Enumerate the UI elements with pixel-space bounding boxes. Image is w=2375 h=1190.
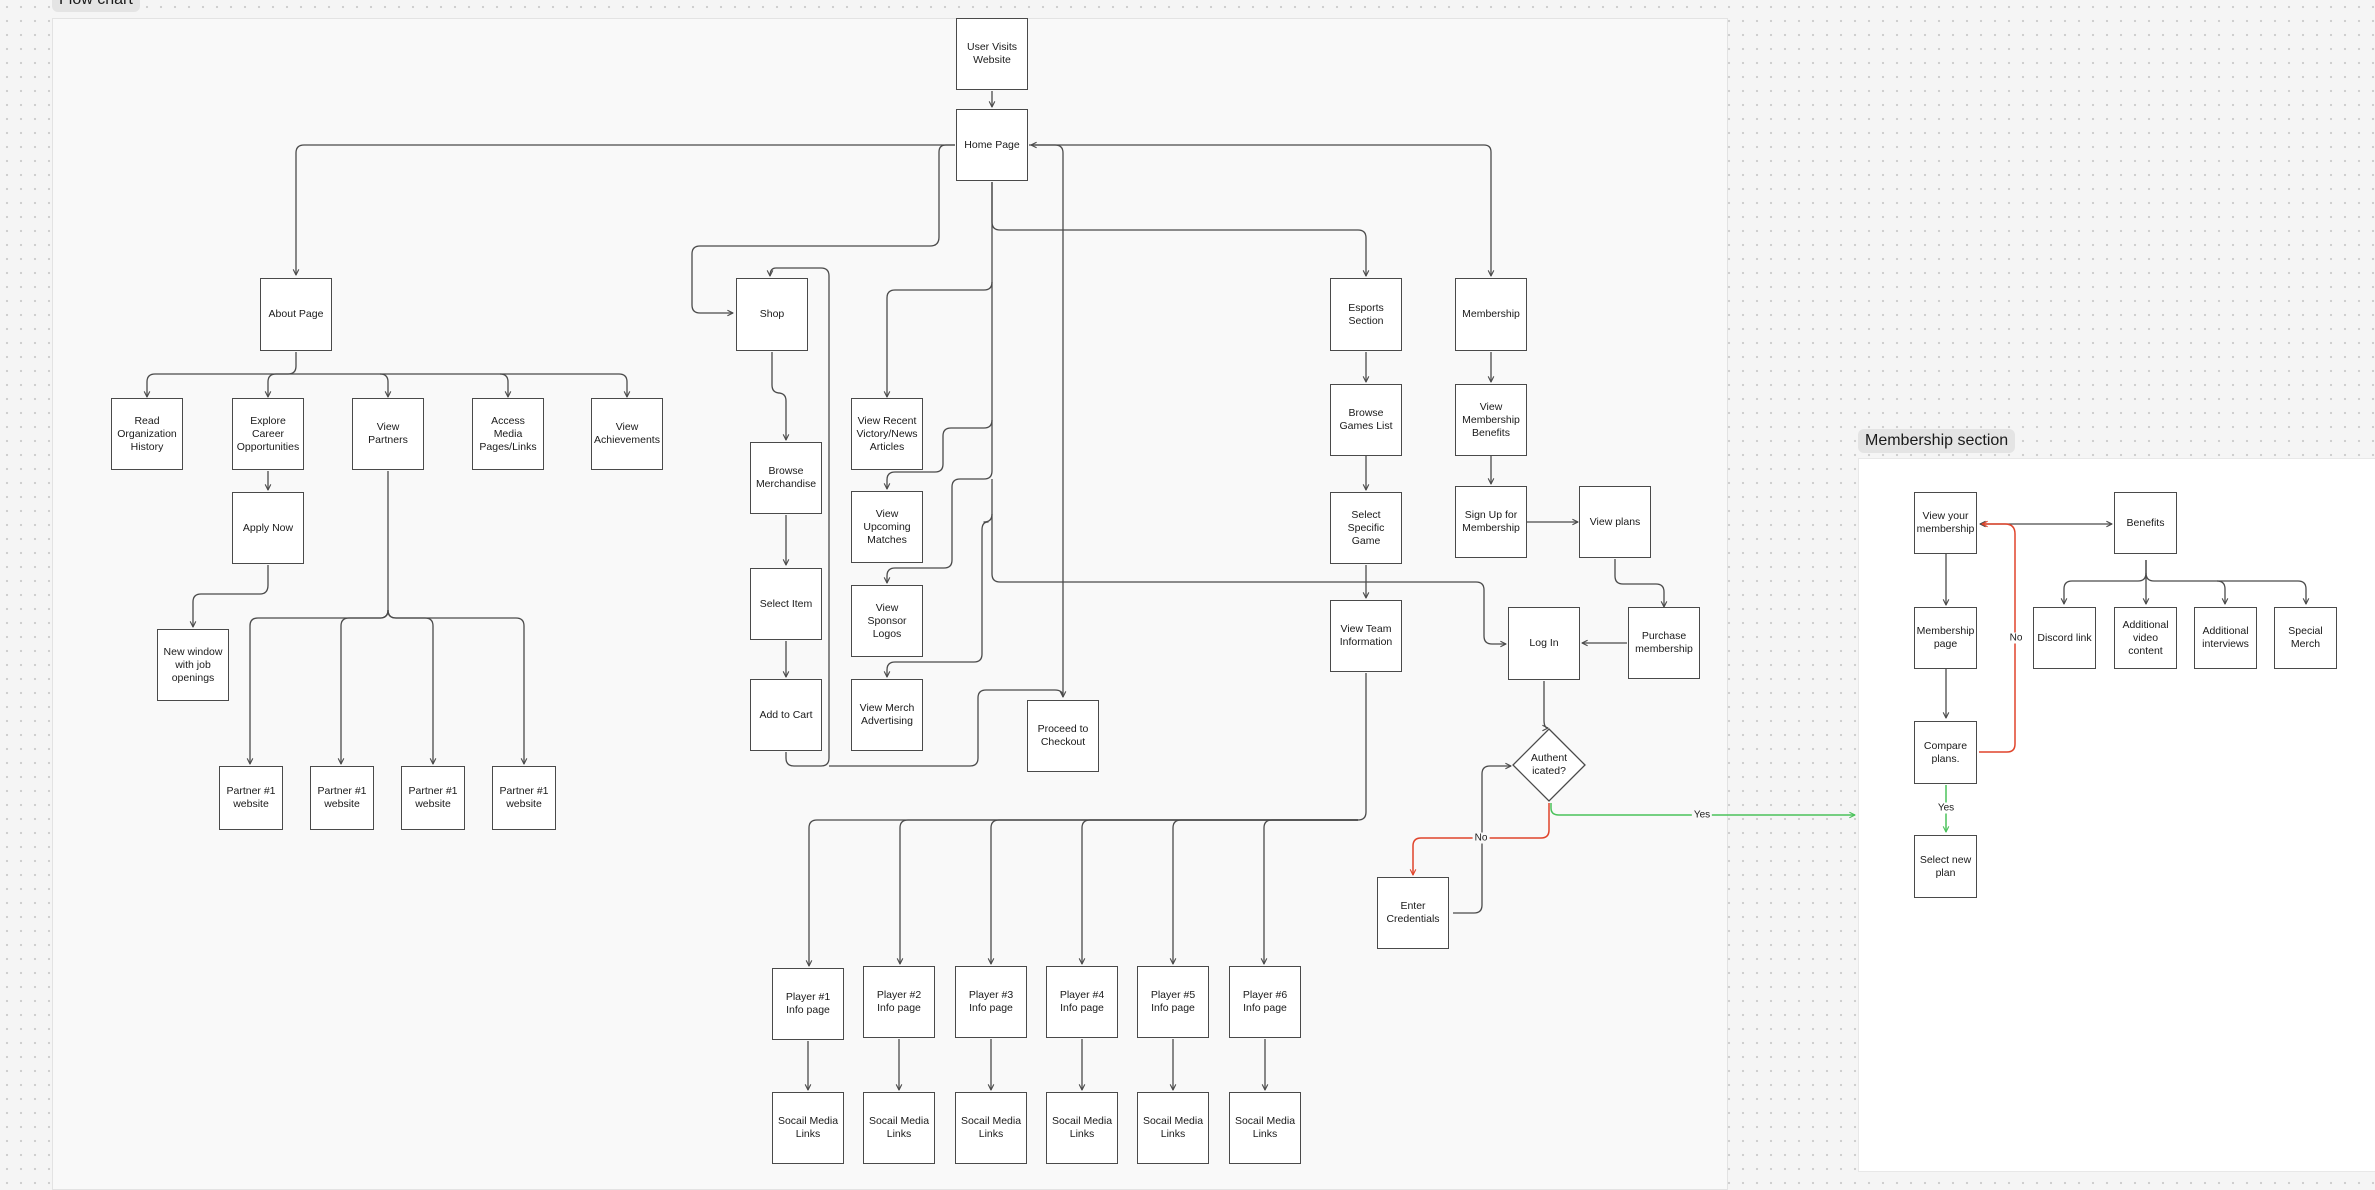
edge-home-merchadv [887, 479, 993, 677]
node-player-6[interactable]: Player #6 Info page [1229, 966, 1301, 1038]
edge-checkout-home [1031, 145, 1064, 697]
edge-team-player3 [991, 819, 1358, 964]
edge-label-auth-no: No [1472, 832, 1490, 844]
node-select-new-plan[interactable]: Select new plan [1914, 835, 1977, 898]
edge-cart-shop [770, 267, 830, 767]
flow-chart-section-title[interactable]: Flow chart [52, 0, 140, 12]
edge-login-auth [1544, 681, 1548, 728]
node-log-in[interactable]: Log In [1508, 607, 1580, 680]
edge-home-login [991, 514, 1506, 644]
node-social-3[interactable]: Socail Media Links [955, 1092, 1027, 1164]
node-membership[interactable]: Membership [1455, 278, 1527, 351]
node-sponsors[interactable]: View Sponsor Logos [851, 585, 923, 657]
node-career[interactable]: Explore Career Opportunities [232, 398, 304, 470]
node-shop[interactable]: Shop [736, 278, 808, 351]
node-checkout[interactable]: Proceed to Checkout [1027, 700, 1099, 772]
node-matches[interactable]: View Upcoming Matches [851, 491, 923, 563]
membership-section-title[interactable]: Membership section [1858, 429, 2016, 453]
node-media-links[interactable]: Access Media Pages/Links [472, 398, 544, 470]
edge-label-compare-no: No [2007, 632, 2025, 644]
edge-label-compare-yes: Yes [1935, 802, 1957, 814]
edge-about-read [147, 352, 297, 397]
node-add-to-cart[interactable]: Add to Cart [750, 679, 822, 751]
node-select-game[interactable]: Select Specific Game [1330, 492, 1402, 564]
node-view-partners[interactable]: View Partners [352, 398, 424, 470]
edge-about-achievements [500, 373, 627, 397]
node-player-1[interactable]: Player #1 Info page [772, 968, 844, 1040]
node-esports[interactable]: Esports Section [1330, 278, 1402, 351]
edge-about-career [268, 373, 296, 397]
edge-partners-p3 [387, 609, 433, 764]
node-social-6[interactable]: Socail Media Links [1229, 1092, 1301, 1164]
node-purchase[interactable]: Purchase membership [1628, 607, 1700, 679]
edge-home-shop [691, 144, 955, 313]
edge-benefits-merch [2217, 580, 2306, 604]
node-member-benefits[interactable]: View Membership Benefits [1455, 384, 1527, 456]
node-view-your-membership[interactable]: View your membership [1914, 492, 1977, 554]
node-credentials[interactable]: Enter Credentials [1377, 877, 1449, 949]
node-player-3[interactable]: Player #3 Info page [955, 966, 1027, 1038]
node-video-content[interactable]: Additional video content [2114, 607, 2177, 669]
node-social-1[interactable]: Socail Media Links [772, 1092, 844, 1164]
node-player-4[interactable]: Player #4 Info page [1046, 966, 1118, 1038]
node-partner-4[interactable]: Partner #1 website [492, 766, 556, 830]
edge-home-membership [1029, 144, 1491, 276]
edge-about-media [380, 373, 508, 397]
edge-team-player6 [1264, 819, 1358, 964]
node-team-info[interactable]: View Team Information [1330, 600, 1402, 672]
edge-partners-p2 [341, 609, 389, 764]
authenticated-label: Authent icated? [1530, 752, 1568, 777]
node-read-history[interactable]: Read Organization History [111, 398, 183, 470]
edge-home-matches [887, 282, 993, 489]
node-partner-3[interactable]: Partner #1 website [401, 766, 465, 830]
node-browse-merch[interactable]: Browse Merchandise [750, 442, 822, 514]
node-browse-games[interactable]: Browse Games List [1330, 384, 1402, 456]
membership-section [1858, 458, 2375, 1172]
node-social-5[interactable]: Socail Media Links [1137, 1092, 1209, 1164]
node-benefits[interactable]: Benefits [2114, 492, 2177, 554]
edge-cart-checkout [829, 689, 1063, 767]
edge-team-player5 [1173, 819, 1358, 964]
node-user-visits[interactable]: User Visits Website [956, 18, 1028, 90]
edge-plans-purchase [1614, 559, 1664, 607]
edge-benefits-discord [2064, 560, 2147, 604]
node-compare-plans[interactable]: Compare plans. [1914, 721, 1977, 784]
edge-home-sponsors [887, 420, 993, 583]
node-interviews[interactable]: Additional interviews [2194, 607, 2257, 669]
edge-team-player4 [1082, 819, 1358, 964]
node-merch-adv[interactable]: View Merch Advertising [851, 679, 923, 751]
edge-auth-yes [1550, 803, 1855, 815]
node-job-window[interactable]: New window with job openings [157, 629, 229, 701]
node-view-plans[interactable]: View plans [1579, 486, 1651, 558]
node-achievements[interactable]: View Achievements [591, 398, 663, 470]
node-sign-up[interactable]: Sign Up for Membership [1455, 486, 1527, 558]
node-special-merch[interactable]: Special Merch [2274, 607, 2337, 669]
node-player-2[interactable]: Player #2 Info page [863, 966, 935, 1038]
edge-partners-p4 [387, 609, 524, 764]
edge-home-esports [991, 182, 1366, 276]
node-partner-1[interactable]: Partner #1 website [219, 766, 283, 830]
node-about-page[interactable]: About Page [260, 278, 332, 351]
node-home-page[interactable]: Home Page [956, 109, 1028, 181]
node-apply-now[interactable]: Apply Now [232, 492, 304, 564]
edge-about-partners [296, 373, 388, 397]
decision-diamond-shape [1512, 728, 1586, 802]
node-social-4[interactable]: Socail Media Links [1046, 1092, 1118, 1164]
node-social-2[interactable]: Socail Media Links [863, 1092, 935, 1164]
edge-team-player2 [900, 819, 1358, 964]
edge-apply-window [193, 565, 269, 627]
edge-shop-browse [771, 352, 786, 440]
node-membership-page[interactable]: Membership page [1914, 607, 1977, 669]
node-player-5[interactable]: Player #5 Info page [1137, 966, 1209, 1038]
node-news[interactable]: View Recent Victory/News Articles [851, 398, 923, 470]
edge-home-about [296, 144, 955, 275]
node-partner-2[interactable]: Partner #1 website [310, 766, 374, 830]
node-authenticated[interactable]: Authent icated? [1512, 728, 1586, 802]
node-select-item[interactable]: Select Item [750, 568, 822, 640]
node-discord[interactable]: Discord link [2033, 607, 2096, 669]
edge-label-auth-yes: Yes [1691, 809, 1713, 821]
edge-benefits-interviews [2145, 572, 2225, 604]
